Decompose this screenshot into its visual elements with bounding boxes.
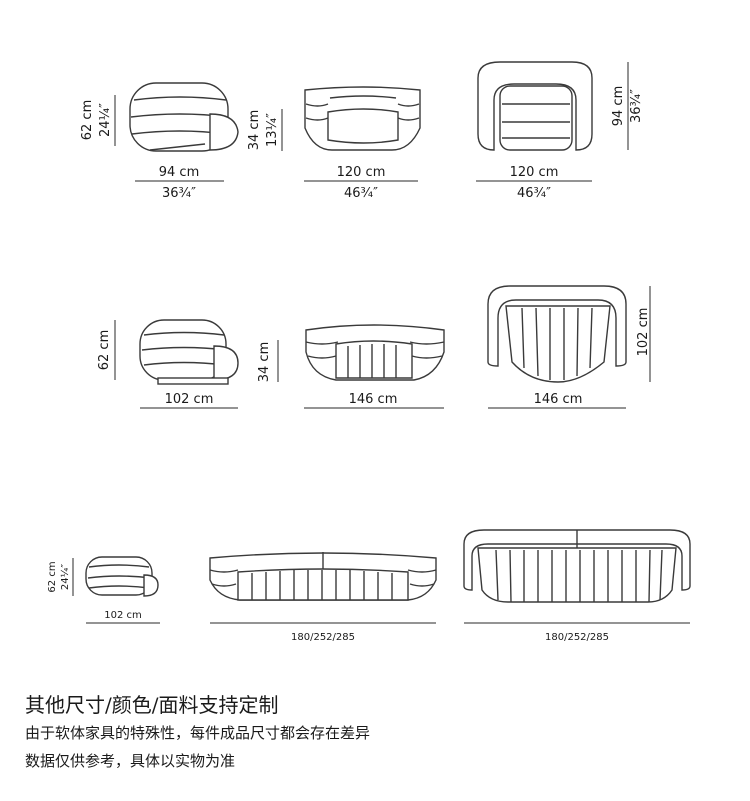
row2-width-2-cm: 146 cm xyxy=(349,392,398,407)
row3-width-2-cm: 180/252/285 xyxy=(291,632,355,643)
row1-side-height-in: 13¼″ xyxy=(265,113,280,147)
row1-width-dimensions: 94 cm 36¾″ 120 cm 46¾″ 120 cm 46¾″ xyxy=(135,165,592,201)
row1-width-2-in: 46¾″ xyxy=(344,186,378,201)
row3-height-dimension: 62 cm 24¼″ xyxy=(47,558,74,596)
row1-width-1-in: 36¾″ xyxy=(162,186,196,201)
row1-depth-cm: 94 cm xyxy=(611,86,626,127)
row3-height-in: 24¼″ xyxy=(59,564,71,590)
row1-width-1-cm: 94 cm xyxy=(159,165,200,180)
row3-front-view-drawing xyxy=(209,552,437,601)
row1-height-in: 24¼″ xyxy=(98,103,113,137)
row1-depth-dimension: 94 cm 36¾″ xyxy=(611,62,644,150)
row1-height-dimension: 62 cm 24¼″ xyxy=(80,95,116,146)
row2-width-3-cm: 146 cm xyxy=(534,392,583,407)
reference-note: 数据仅供参考，具体以实物为准 xyxy=(25,752,236,770)
row3-top-view-drawing xyxy=(463,529,691,603)
row2-front-view-drawing xyxy=(305,324,445,381)
row2-depth-dimension: 102 cm xyxy=(636,286,651,382)
row1-top-view-drawing xyxy=(477,61,593,151)
row3-width-1-cm: 102 cm xyxy=(104,610,142,621)
customization-note: 其他尺寸/颜色/面料支持定制 xyxy=(25,693,279,717)
row2-width-1-cm: 102 cm xyxy=(165,392,214,407)
row2-top-view-drawing xyxy=(487,285,627,383)
notes-block: 其他尺寸/颜色/面料支持定制 由于软体家具的特殊性，每件成品尺寸都会存在差异 数… xyxy=(25,692,370,774)
row2-side-height-cm: 34 cm xyxy=(257,342,272,383)
row3-width-dimensions: 102 cm 180/252/285 180/252/285 xyxy=(86,610,690,643)
row2-depth-cm: 102 cm xyxy=(636,308,651,357)
row2-width-dimensions: 102 cm 146 cm 146 cm xyxy=(140,392,626,409)
row3-side-view-drawing xyxy=(85,556,159,597)
row1-side-view-drawing xyxy=(129,82,239,152)
variance-note: 由于软体家具的特殊性，每件成品尺寸都会存在差异 xyxy=(25,724,371,742)
row2-side-view-drawing xyxy=(139,319,239,385)
row1-side-height-dimension: 34 cm 13¼″ xyxy=(247,109,283,151)
row1-height-cm: 62 cm xyxy=(80,100,95,141)
row1-side-height-cm: 34 cm xyxy=(247,110,262,151)
row2-height-cm: 62 cm xyxy=(97,330,112,371)
row1-depth-in: 36¾″ xyxy=(629,89,644,123)
row1-width-3-cm: 120 cm xyxy=(510,165,559,180)
row2-height-dimension: 62 cm xyxy=(97,320,116,380)
row1-width-3-in: 46¾″ xyxy=(517,186,551,201)
row3-height-cm: 62 cm xyxy=(47,561,58,592)
row1-front-view-drawing xyxy=(304,86,421,151)
row3-width-3-cm: 180/252/285 xyxy=(545,632,609,643)
row2-side-height-dimension: 34 cm xyxy=(257,340,279,383)
row1-width-2-cm: 120 cm xyxy=(337,165,386,180)
